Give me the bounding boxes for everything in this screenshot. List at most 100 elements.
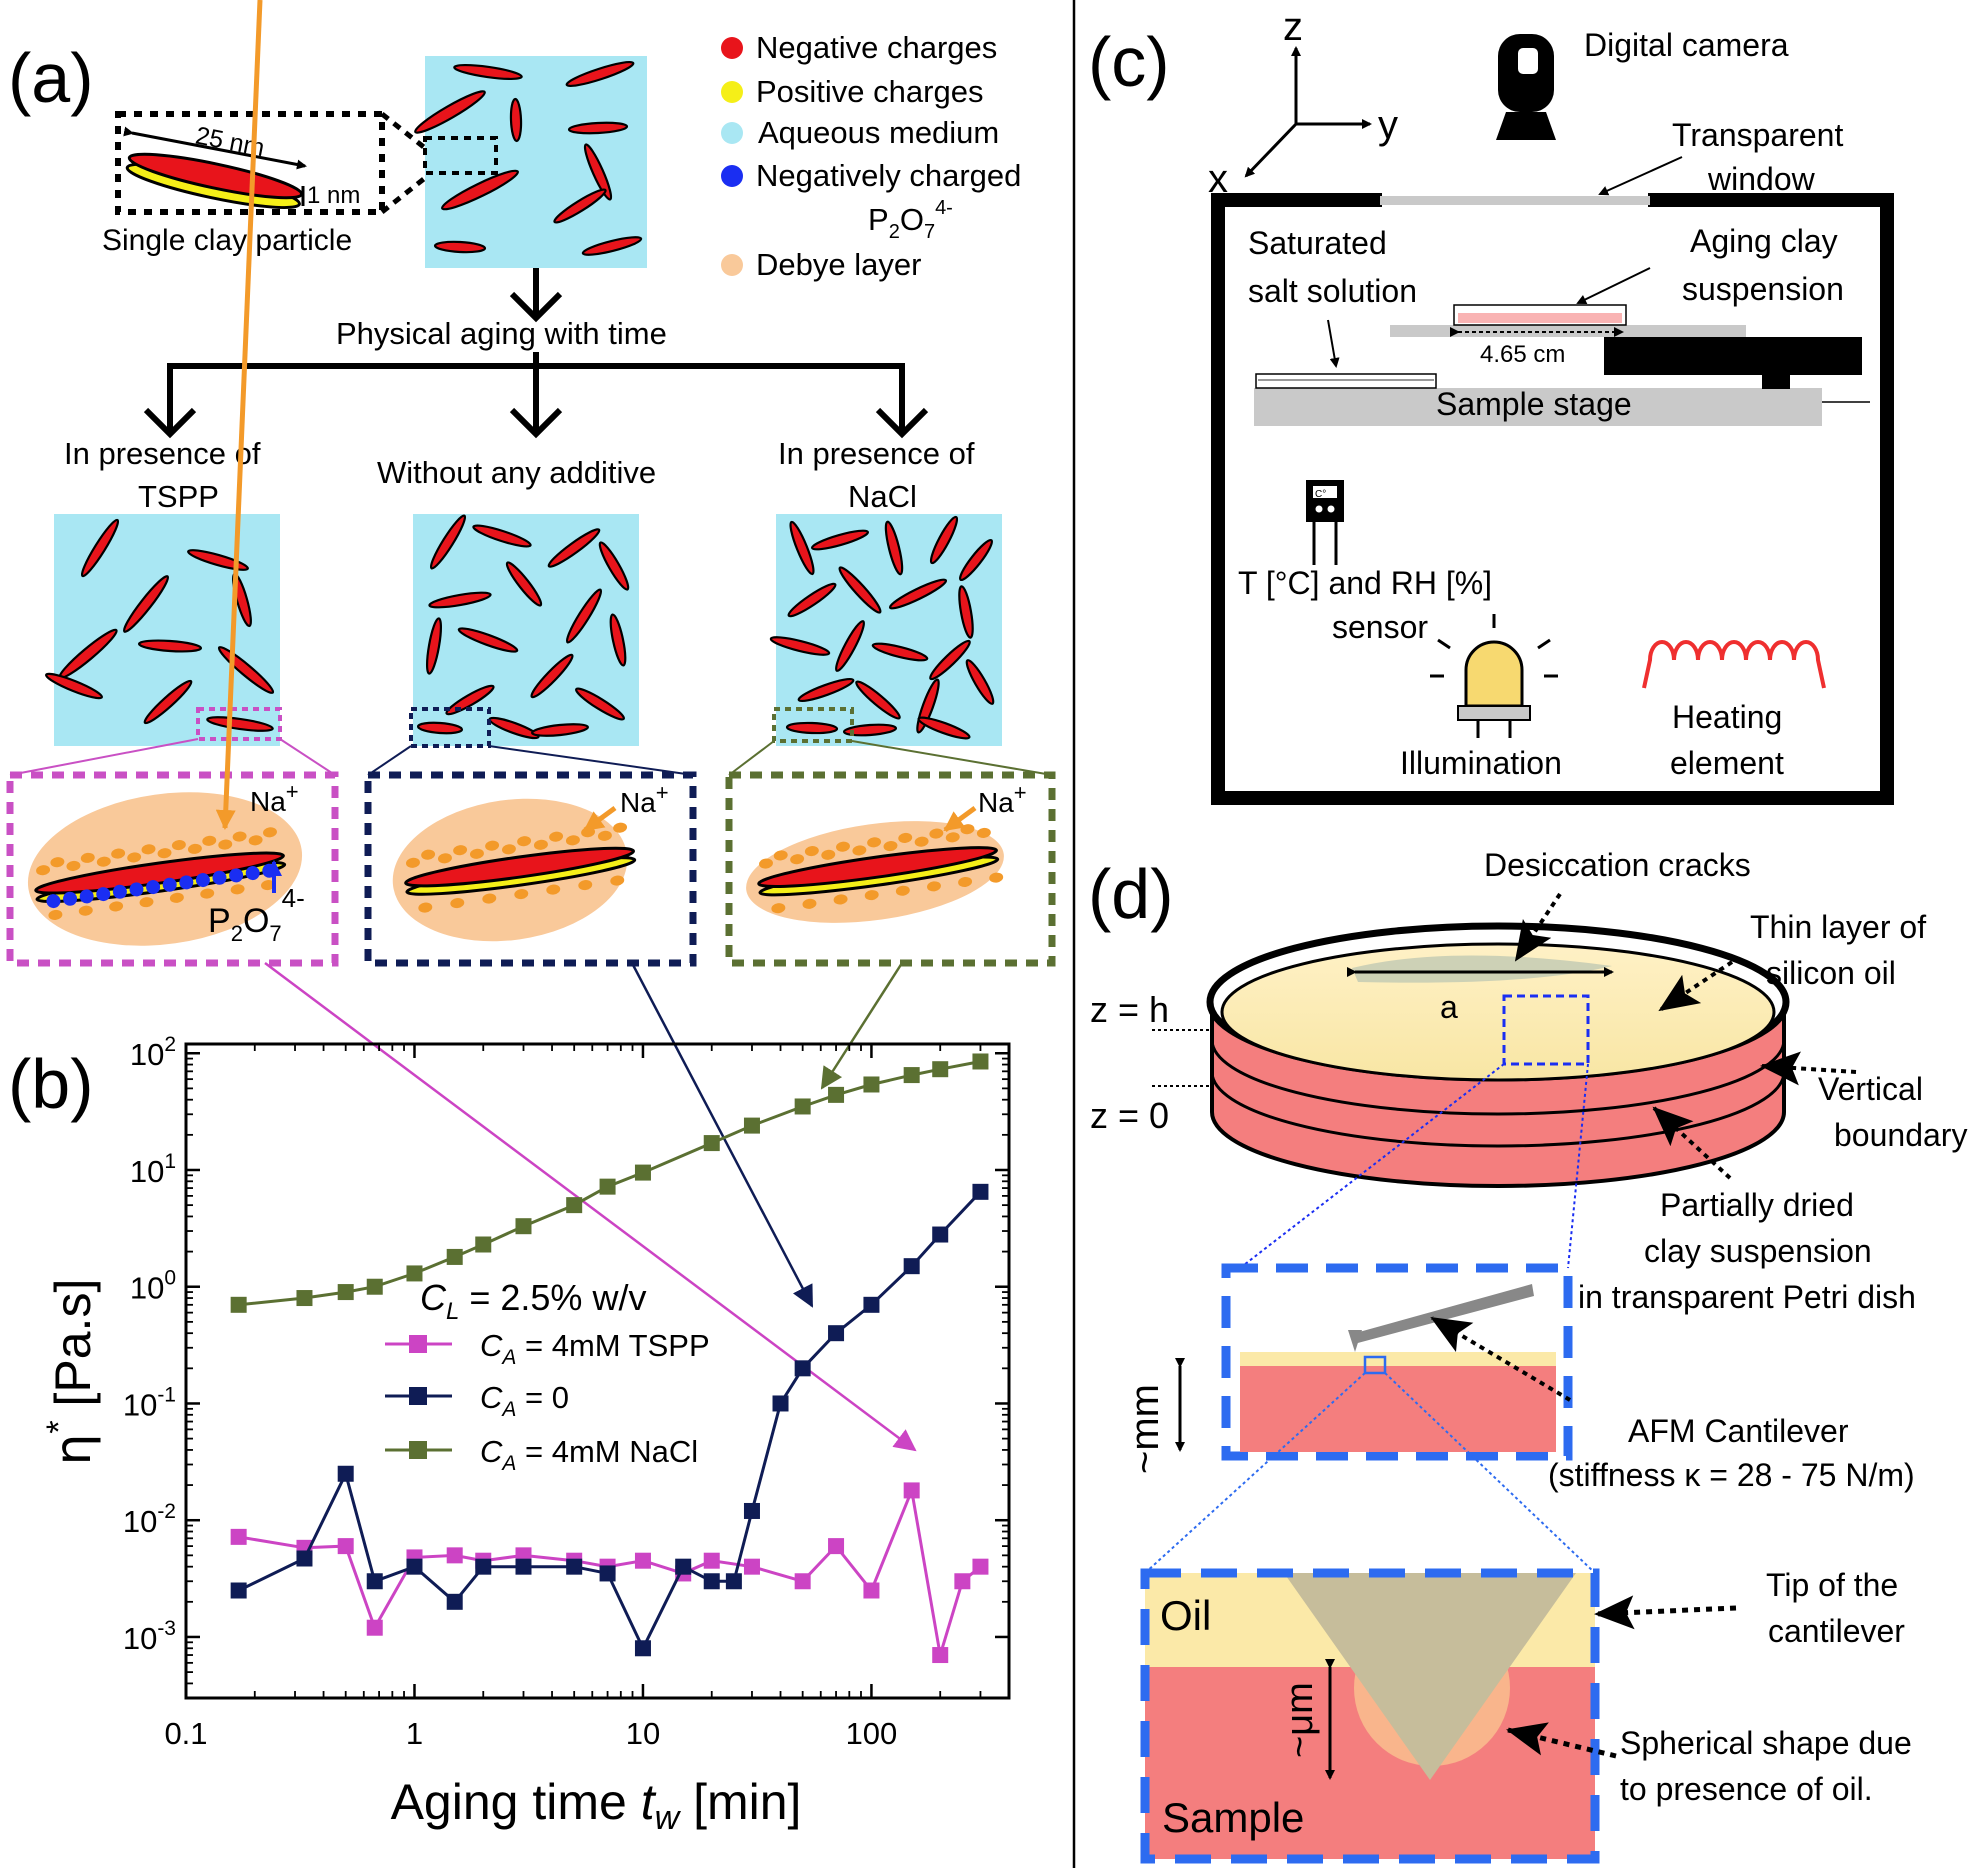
legend-a: Negative charges Positive charges Aqueou…: [721, 30, 1021, 282]
sodium-ion: [549, 831, 564, 842]
particle-caption: Single clay particle: [102, 224, 352, 257]
sodium-ion: [773, 850, 788, 861]
clay-particle: [838, 566, 882, 614]
branch-label-tspp: TSPP: [138, 479, 219, 514]
series-nacl-point: [515, 1218, 532, 1235]
x-tick-label: 100: [846, 1716, 898, 1751]
dish-layer-line: [1210, 1071, 1786, 1148]
series-none-point: [446, 1593, 463, 1610]
clay-particle: [187, 549, 249, 571]
sodium-ion: [482, 893, 497, 904]
clay-particle: [965, 659, 995, 705]
series-none-point: [828, 1325, 845, 1342]
scale-platform: [1390, 325, 1746, 337]
sodium-ion: [157, 848, 172, 859]
series-none-point: [515, 1558, 532, 1575]
sodium-ion: [989, 872, 1004, 883]
anion-ion: [245, 866, 260, 881]
series-tspp-point: [794, 1573, 811, 1590]
clay-particle: [457, 627, 519, 653]
afm-pointer: [1430, 1316, 1572, 1402]
sodium-ion: [790, 854, 805, 865]
series-nacl-point: [703, 1135, 720, 1152]
sample-label: Sample: [1162, 1794, 1304, 1841]
oil-pointer: [1658, 960, 1734, 1012]
clay-particle: [428, 591, 492, 609]
series-none-line: [238, 1190, 982, 1652]
transparent-window: [1380, 196, 1650, 205]
axis-x-label: x: [1208, 157, 1228, 201]
clay-label: Aging clay: [1690, 223, 1838, 259]
clay-particle: [959, 538, 993, 582]
series-none-point: [599, 1565, 616, 1582]
zoom-guide-line: [9, 738, 199, 776]
legend-label: Debye layer: [756, 247, 921, 282]
height-label: z = h: [1090, 989, 1169, 1030]
sensor-label: sensor: [1332, 609, 1428, 645]
clay-particle: [509, 97, 523, 143]
sodium-ion: [610, 875, 625, 886]
sodium-ion: [517, 836, 532, 847]
series-tspp-point: [972, 1558, 989, 1575]
ion-label-sodium: Na+: [250, 779, 299, 817]
series-tspp-point: [634, 1552, 651, 1569]
legend-entry-tspp: CA = 4mM TSPP: [480, 1328, 710, 1369]
legend-dot-positive: [721, 81, 743, 103]
dried-pointer: [1652, 1106, 1732, 1180]
negative-face: [757, 846, 998, 888]
branch-label-tspp: In presence of: [64, 436, 261, 471]
sample-layer: [1240, 1366, 1556, 1452]
clay-particle: [583, 143, 613, 201]
legend-dot-aqueous: [721, 122, 743, 144]
series-nacl-point: [337, 1284, 354, 1301]
scale-foot: [1762, 375, 1790, 389]
series-tspp-point: [743, 1558, 760, 1575]
sensor-screen: C°: [1315, 489, 1326, 500]
tip-cone: [1284, 1573, 1576, 1780]
branch-label-nacl: NaCl: [848, 479, 917, 514]
series-none-point: [972, 1183, 989, 1200]
legend-dot-negative: [721, 37, 743, 59]
window-label: Transparent: [1672, 117, 1843, 153]
anion-ion: [162, 877, 177, 892]
series-none-point: [932, 1226, 949, 1243]
sodium-ion: [171, 840, 186, 851]
zero-label: z = 0: [1090, 1095, 1169, 1136]
x-tick-label: 1: [406, 1716, 423, 1751]
y-axis-label: η* [Pa.s]: [40, 1279, 102, 1466]
series-nacl-point: [406, 1265, 423, 1282]
sodium-ion: [514, 889, 529, 900]
sodium-ion: [169, 892, 184, 903]
sodium-ion: [418, 902, 433, 913]
legend-dot-debye: [721, 254, 743, 276]
boundary-label: Vertical: [1818, 1071, 1923, 1107]
clay-particle: [143, 679, 193, 725]
afm-label: AFM Cantilever: [1628, 1413, 1849, 1449]
plot-frame: [184, 1042, 1011, 1700]
sample-stage: [1254, 388, 1822, 426]
series-none-point: [725, 1573, 742, 1590]
zoom-guide-line: [1567, 1063, 1589, 1269]
anion-ion: [112, 884, 127, 899]
zoom-guide-line: [1144, 1372, 1366, 1574]
panel-a: (a) 25 nm 1 nm Single clay particle Nega…: [6, 0, 1056, 1452]
sodium-ion: [771, 903, 786, 914]
clay-particle: [871, 642, 929, 662]
series-nacl-point: [475, 1236, 492, 1253]
anion-ion: [63, 891, 78, 906]
sodium-ion: [929, 828, 944, 839]
clay-particle: [929, 639, 971, 681]
branch-arrow-head: [875, 407, 929, 439]
sodium-ion: [80, 852, 95, 863]
series-nacl-point: [599, 1178, 616, 1195]
series-nacl-point: [743, 1117, 760, 1134]
dish-bottom-line: [1210, 1111, 1786, 1188]
sodium-ion: [895, 885, 910, 896]
sodium-ion: [821, 849, 836, 860]
anion-ion: [195, 873, 210, 888]
axis-x-arrow: [1244, 122, 1298, 178]
sodium-ion: [232, 831, 247, 842]
sodium-ion: [421, 849, 436, 860]
legend-label: Aqueous medium: [758, 115, 999, 150]
series-tspp-point: [366, 1619, 383, 1636]
